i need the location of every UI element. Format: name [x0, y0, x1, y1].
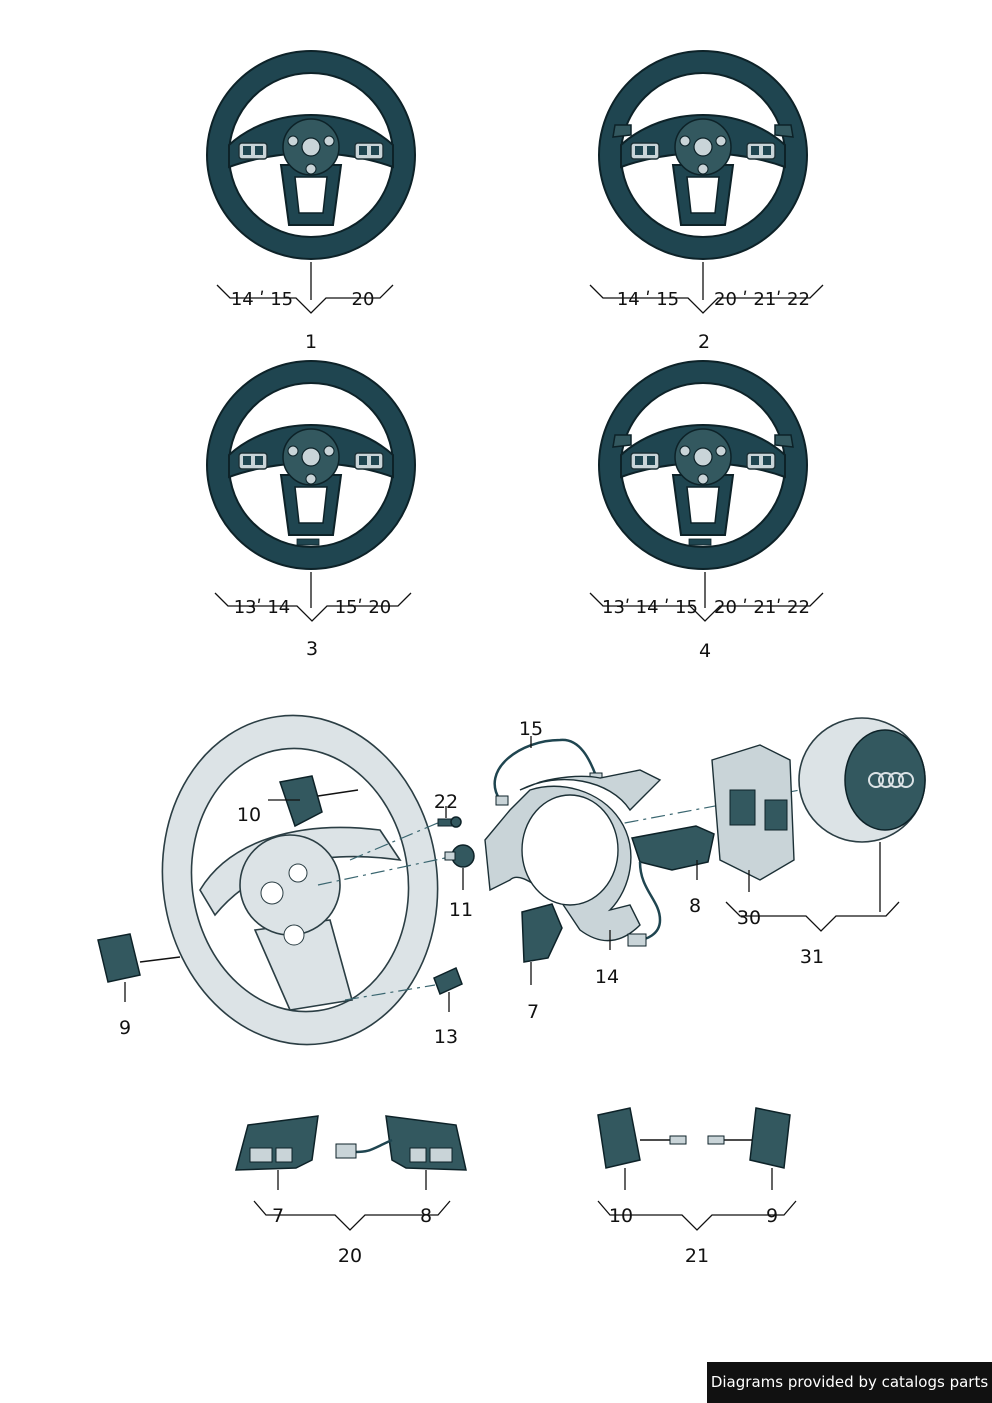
wheel-1-part-number: 1 — [305, 331, 317, 353]
label-22: 22 — [434, 791, 458, 813]
kit-20-group-label: 20 — [338, 1245, 362, 1267]
wheel-4-codes-right: 20 ʹ 21ʹ 22 — [714, 597, 810, 618]
steering-wheel-1: 14 ʹ 15 20 1 — [206, 50, 416, 353]
kit-21-left-label: 10 — [609, 1205, 633, 1227]
kit-21-right-label: 9 — [766, 1205, 778, 1227]
wheel-3-part-number: 3 — [306, 638, 318, 660]
footer-credit: Diagrams provided by catalogs parts — [707, 1362, 992, 1403]
label-8: 8 — [689, 895, 701, 917]
kit-21-group-label: 21 — [685, 1245, 709, 1267]
label-9: 9 — [119, 1017, 131, 1039]
wheel-4-part-number: 4 — [699, 640, 711, 662]
wheel-4-codes-left: 13ʹ 14 ʹ 15 — [602, 597, 698, 618]
label-31: 31 — [800, 946, 824, 968]
label-13: 13 — [434, 1026, 458, 1048]
label-15: 15 — [519, 718, 543, 740]
steering-wheel-3: 13ʹ 14 15ʹ 20 3 — [206, 360, 416, 660]
wheel-2-part-number: 2 — [698, 331, 710, 353]
label-11: 11 — [449, 899, 473, 921]
kit-20-right-label: 8 — [420, 1205, 432, 1227]
rings-logo-icon — [868, 772, 914, 788]
steering-wheel-2: 14 ʹ 15 20 ʹ 21ʹ 22 2 — [589, 50, 824, 353]
label-10: 10 — [237, 804, 261, 826]
wheel-1-codes-left: 14 ʹ 15 — [231, 289, 293, 310]
wheel-3-codes-right: 15ʹ 20 — [335, 597, 392, 618]
exploded-view: 10 22 11 9 13 15 14 7 — [97, 714, 926, 1048]
wheel-2-codes-right: 20 ʹ 21ʹ 22 — [714, 289, 810, 310]
steering-wheel-4: 13ʹ 14 ʹ 15 20 ʹ 21ʹ 22 4 — [589, 360, 824, 662]
wheel-2-codes-left: 14 ʹ 15 — [617, 289, 679, 310]
wheel-3-codes-left: 13ʹ 14 — [234, 597, 291, 618]
label-30: 30 — [737, 907, 761, 929]
kit-20-left-label: 7 — [272, 1205, 284, 1227]
kit-21: 10 9 21 — [597, 1107, 797, 1267]
kit-20: 7 8 20 — [235, 1115, 467, 1267]
wheel-1-codes-right: 20 — [352, 289, 375, 310]
label-7: 7 — [527, 1001, 539, 1023]
label-14: 14 — [595, 966, 619, 988]
